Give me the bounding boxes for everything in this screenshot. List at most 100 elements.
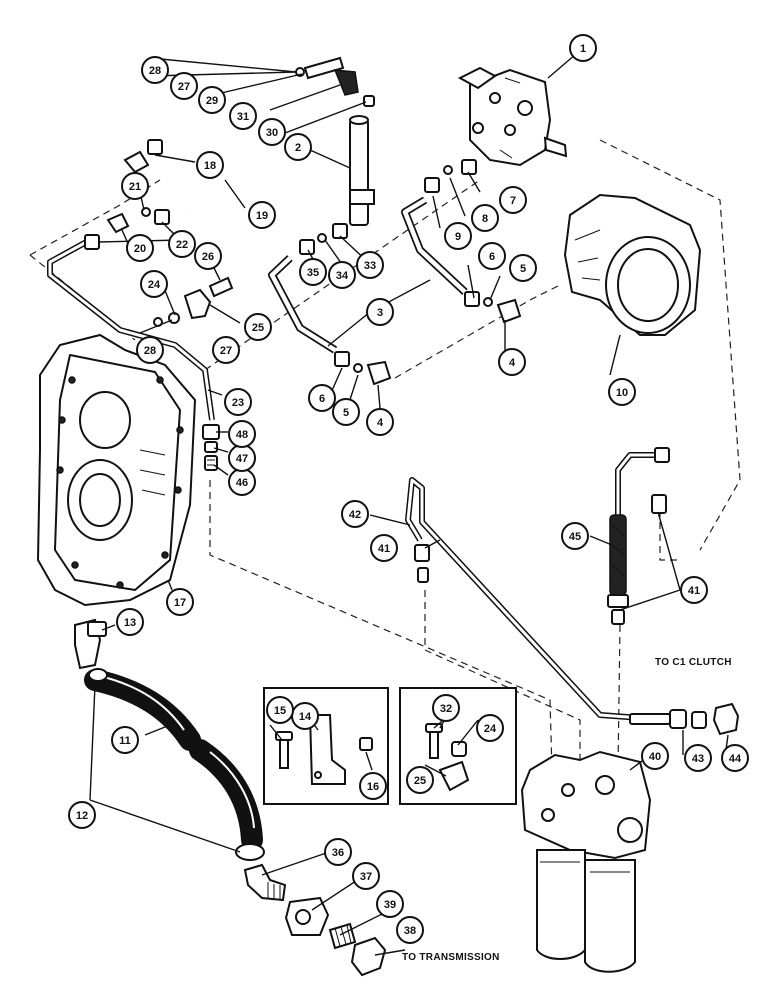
callout-34: 34	[328, 261, 356, 289]
svg-text:36: 36	[332, 847, 344, 859]
svg-text:26: 26	[202, 251, 214, 263]
svg-text:7: 7	[510, 195, 516, 207]
housing-part-10	[563, 193, 702, 336]
callout-32: 32	[432, 694, 460, 722]
svg-text:14: 14	[299, 711, 312, 723]
svg-text:25: 25	[252, 322, 264, 334]
callout-47: 47	[228, 444, 256, 472]
callout-24a: 24	[140, 270, 168, 298]
callout-25a: 25	[244, 313, 272, 341]
svg-text:16: 16	[367, 781, 379, 793]
svg-text:44: 44	[729, 753, 742, 765]
callout-36: 36	[324, 838, 352, 866]
callout-1: 1	[569, 34, 597, 62]
svg-text:21: 21	[129, 181, 141, 193]
callout-25b: 25	[406, 766, 434, 794]
svg-text:5: 5	[343, 407, 349, 419]
svg-text:6: 6	[319, 393, 325, 405]
control-valve-part-1	[457, 66, 568, 167]
svg-text:41: 41	[688, 585, 700, 597]
callout-11: 11	[111, 726, 139, 754]
svg-text:11: 11	[119, 735, 131, 747]
hose-part-11	[84, 669, 263, 851]
tube-part-3	[268, 196, 468, 354]
callout-17: 17	[166, 588, 194, 616]
svg-text:18: 18	[204, 160, 216, 172]
callout-14: 14	[291, 702, 319, 730]
svg-text:5: 5	[520, 263, 526, 275]
svg-text:48: 48	[236, 429, 248, 441]
callout-27a: 27	[170, 72, 198, 100]
pipe-part-2	[349, 115, 375, 226]
callout-5a: 5	[332, 398, 360, 426]
svg-text:12: 12	[76, 810, 88, 822]
callout-3: 3	[366, 298, 394, 326]
callout-46: 46	[228, 468, 256, 496]
svg-text:24: 24	[484, 723, 497, 735]
svg-text:37: 37	[360, 871, 372, 883]
svg-text:19: 19	[256, 210, 268, 222]
note-to-transmission: TO TRANSMISSION	[402, 952, 500, 963]
callout-8: 8	[471, 204, 499, 232]
callout-24b: 24	[476, 714, 504, 742]
callout-28b: 28	[136, 336, 164, 364]
tube-part-19	[159, 146, 234, 231]
callout-33: 33	[356, 251, 384, 279]
callout-38: 38	[396, 916, 424, 944]
note-to-c1-clutch: TO C1 CLUTCH	[655, 657, 732, 668]
callout-41a: 41	[370, 534, 398, 562]
callout-22: 22	[168, 230, 196, 258]
callout-21: 21	[121, 172, 149, 200]
svg-text:33: 33	[364, 260, 376, 272]
callout-13: 13	[116, 608, 144, 636]
svg-text:41: 41	[378, 543, 390, 555]
callout-42: 42	[341, 500, 369, 528]
callout-9: 9	[444, 222, 472, 250]
svg-text:15: 15	[274, 705, 286, 717]
callout-5b: 5	[509, 254, 537, 282]
callout-30: 30	[258, 118, 286, 146]
svg-text:3: 3	[377, 307, 383, 319]
callout-23: 23	[224, 388, 252, 416]
svg-text:47: 47	[236, 453, 248, 465]
callout-4a: 4	[366, 408, 394, 436]
callout-27b: 27	[212, 336, 240, 364]
svg-text:20: 20	[134, 243, 146, 255]
svg-text:8: 8	[482, 213, 488, 225]
callout-12: 12	[68, 801, 96, 829]
filter-assembly-part-40	[520, 750, 652, 973]
svg-text:27: 27	[178, 81, 190, 93]
callout-35: 35	[299, 258, 327, 286]
svg-text:38: 38	[404, 925, 416, 937]
svg-text:17: 17	[174, 597, 186, 609]
callout-19: 19	[248, 201, 276, 229]
tube-part-42	[405, 477, 671, 723]
callout-15: 15	[266, 696, 294, 724]
callout-10: 10	[608, 378, 636, 406]
callout-6b: 6	[478, 242, 506, 270]
svg-text:10: 10	[616, 387, 628, 399]
svg-text:13: 13	[124, 617, 136, 629]
callout-26: 26	[194, 242, 222, 270]
svg-text:6: 6	[489, 251, 495, 263]
callout-18: 18	[196, 151, 224, 179]
svg-text:2: 2	[295, 142, 301, 154]
callout-31: 31	[229, 102, 257, 130]
svg-text:23: 23	[232, 397, 244, 409]
svg-text:31: 31	[237, 111, 249, 123]
svg-text:1: 1	[580, 43, 586, 55]
callout-40: 40	[641, 742, 669, 770]
svg-text:9: 9	[455, 231, 461, 243]
leader-lines	[89, 47, 729, 956]
svg-text:34: 34	[336, 270, 349, 282]
transmission-case-part-17	[36, 333, 197, 607]
callout-16: 16	[359, 772, 387, 800]
svg-text:46: 46	[236, 477, 248, 489]
svg-text:4: 4	[509, 357, 516, 369]
svg-text:35: 35	[307, 267, 319, 279]
callout-2: 2	[284, 133, 312, 161]
callout-20: 20	[126, 234, 154, 262]
svg-text:28: 28	[149, 65, 161, 77]
tube-part-23	[47, 237, 215, 421]
